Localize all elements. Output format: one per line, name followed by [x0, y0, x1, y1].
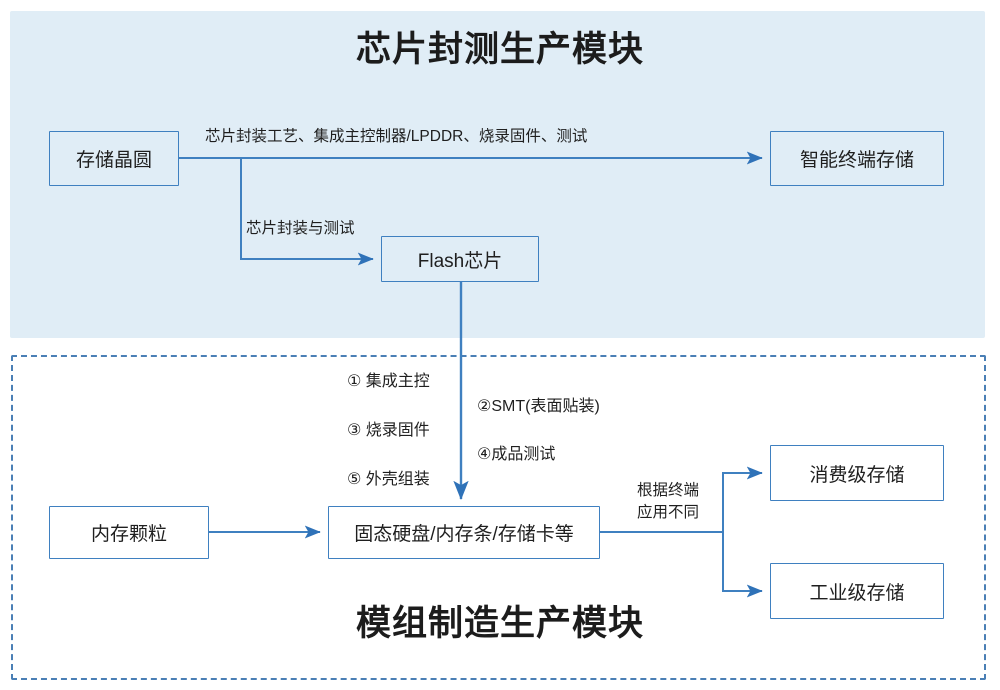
edge-label-wafer-to-smart: 芯片封装工艺、集成主控制器/LPDDR、烧录固件、测试 [205, 128, 588, 145]
edge-label-split-condition: 根据终端 应用不同 [622, 480, 714, 524]
process-step-4: ④成品测试 [477, 446, 556, 463]
module-manufacturing-panel [11, 355, 986, 680]
page-title-module-section: 模组制造生产模块 [355, 604, 644, 643]
process-step-5: ⑤ 外壳组装 [347, 471, 430, 488]
node-industrial-storage[interactable]: 工业级存储 [770, 563, 944, 619]
page-title-chip-section: 芯片封测生产模块 [355, 30, 644, 69]
node-consumer-storage[interactable]: 消费级存储 [770, 445, 944, 501]
process-step-1: ① 集成主控 [347, 373, 430, 390]
split-condition-line-1: 根据终端 [636, 482, 699, 499]
node-smart-terminal-storage[interactable]: 智能终端存储 [770, 131, 944, 186]
process-step-3: ③ 烧录固件 [347, 422, 430, 439]
node-memory-die[interactable]: 内存颗粒 [49, 506, 209, 559]
edge-label-wafer-to-flash: 芯片封装与测试 [246, 220, 355, 237]
split-condition-line-2: 应用不同 [636, 504, 699, 521]
process-step-2: ②SMT(表面贴装) [477, 398, 600, 415]
chip-packaging-panel [10, 11, 985, 338]
node-module-products[interactable]: 固态硬盘/内存条/存储卡等 [328, 506, 600, 559]
node-flash-chip[interactable]: Flash芯片 [381, 236, 539, 282]
node-wafer[interactable]: 存储晶圆 [49, 131, 179, 186]
